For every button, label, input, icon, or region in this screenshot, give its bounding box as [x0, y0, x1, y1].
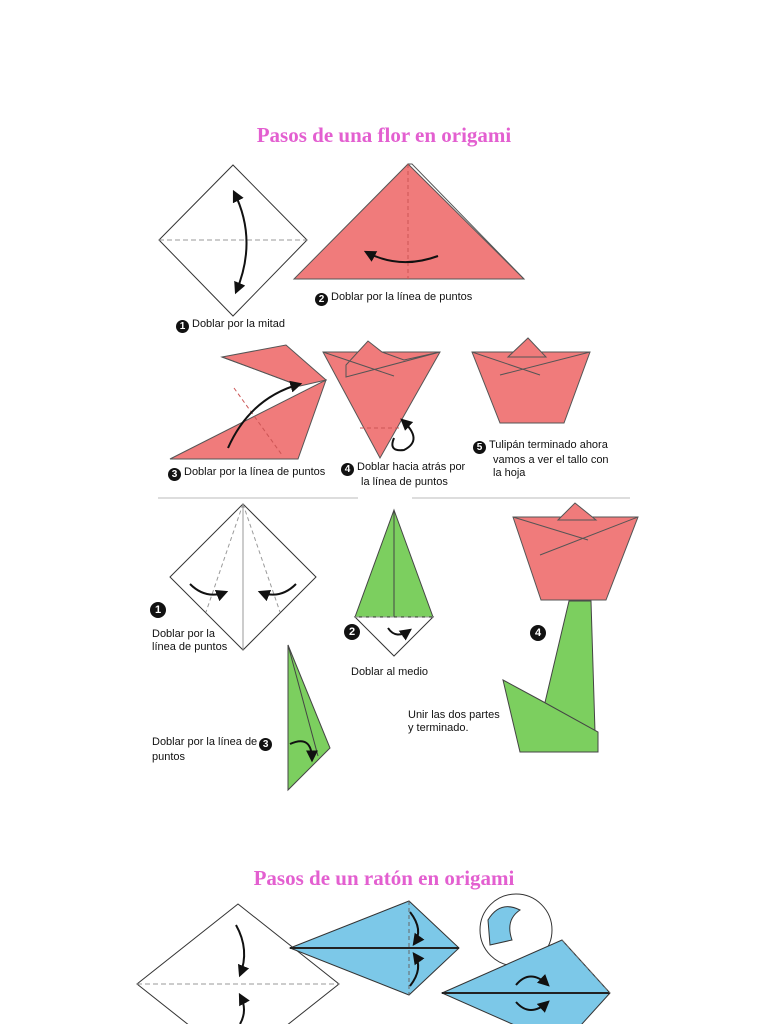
flower-step2-diagram — [292, 163, 526, 280]
stem-step1-number: 1 — [150, 602, 169, 618]
step-number-badge: 1 — [176, 320, 189, 333]
fold-arrow-icon — [387, 627, 412, 641]
fold-arrow-icon — [289, 740, 318, 763]
stem-step2-diagram — [353, 508, 435, 657]
fold-arrow-icon — [257, 583, 297, 602]
stem-step1-caption: Doblar por la línea de puntos — [152, 628, 228, 653]
fold-arrow-icon — [235, 924, 250, 978]
step-number-badge: 2 — [344, 624, 360, 640]
flower-title: Pasos de una flor en origami — [256, 123, 512, 147]
fold-arrow-icon — [409, 911, 425, 946]
fold-arrow-icon — [189, 583, 229, 602]
fold-arrow-icon — [515, 974, 550, 987]
step-number-badge: 4 — [530, 625, 546, 641]
step-number-badge: 5 — [473, 441, 486, 454]
stem-step2-number: 2 — [344, 624, 363, 640]
step-number-badge: 3 — [168, 468, 181, 481]
mouse-step2-diagram — [288, 900, 460, 996]
fold-arrow-icon — [515, 1000, 550, 1013]
fold-arrow-icon — [238, 992, 250, 1024]
stem-step4-caption: Unir las dos partes y terminado. — [408, 709, 500, 734]
fold-arrow-icon — [409, 952, 425, 987]
fold-arrow-icon — [391, 418, 415, 452]
stem-step4-number: 4 — [530, 625, 549, 641]
step-number-badge: 2 — [315, 293, 328, 306]
fold-arrow-icon — [363, 250, 439, 264]
stem-step1-diagram — [169, 503, 317, 651]
mouse-title: Pasos de un ratón en origami — [253, 866, 515, 890]
stem-step2-caption: Doblar al medio — [351, 666, 429, 678]
mouse-step3-diagram — [440, 893, 611, 1024]
flower-step1-diagram — [158, 164, 308, 317]
flower-step3-diagram — [169, 344, 328, 460]
stem-step4-tulip — [502, 502, 639, 753]
mouse-step1-diagram — [136, 903, 340, 1024]
step-number-badge: 4 — [341, 463, 354, 476]
stem-step3-diagram — [287, 644, 331, 792]
fold-arrow-icon — [227, 380, 303, 449]
flower-step5-tulip — [471, 337, 591, 424]
step-number-badge: 1 — [150, 602, 166, 618]
fold-arrow-icon — [232, 189, 248, 295]
flower-step4-diagram — [322, 340, 441, 460]
step-number-badge: 3 — [259, 738, 273, 751]
